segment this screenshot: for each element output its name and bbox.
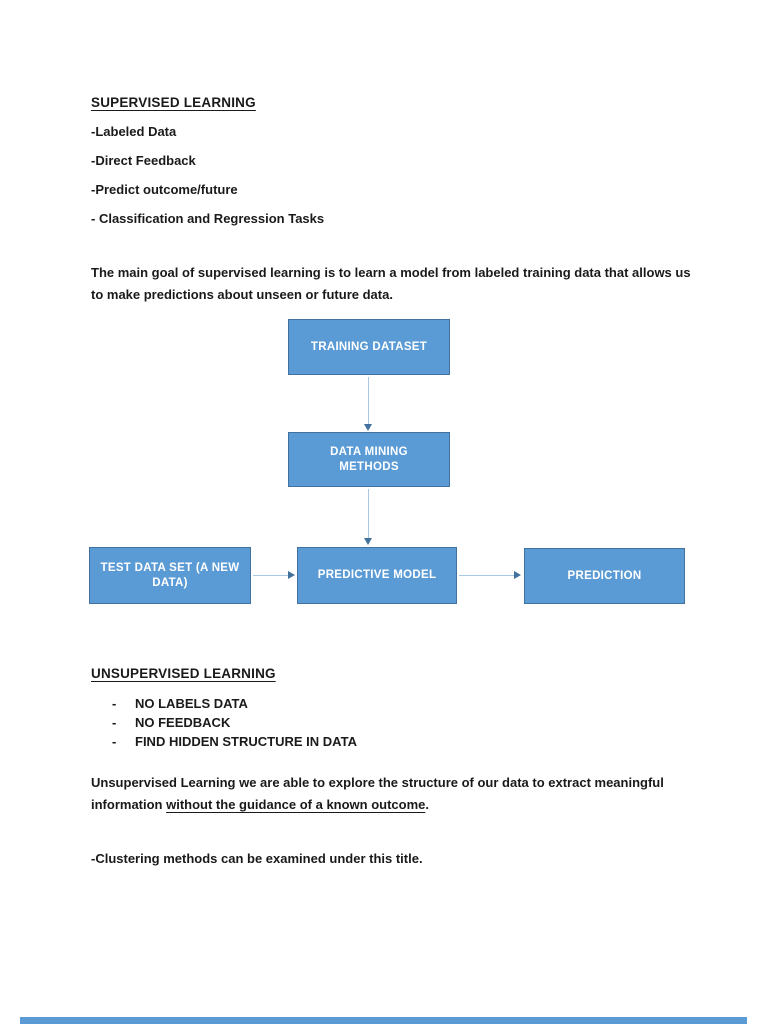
arrow-down-icon	[364, 489, 373, 545]
supervised-heading: SUPERVISED LEARNING	[91, 95, 256, 110]
flow-box-label: PREDICTION	[567, 569, 642, 582]
flow-box-label: TRAINING DATASET	[310, 340, 428, 353]
bullet-text: NO LABELS DATA	[135, 696, 248, 711]
cutoff-blue-shape	[20, 1017, 747, 1024]
supervised-bullet-direct-feedback: -Direct Feedback	[91, 153, 196, 168]
bullet-text: FIND HIDDEN STRUCTURE IN DATA	[135, 734, 357, 749]
supervised-bullet-labeled-data: -Labeled Data	[91, 124, 177, 139]
bullet-text: NO FEEDBACK	[135, 715, 231, 730]
unsupervised-paragraph: Unsupervised Learning we are able to exp…	[91, 772, 701, 816]
arrow-right-icon	[459, 571, 521, 580]
flow-box-data-mining-methods: DATA MINING METHODS	[288, 432, 450, 487]
paragraph-underlined-text: without the guidance of a known outcome	[166, 797, 426, 812]
supervised-bullet-classification-regression: - Classification and Regression Tasks	[91, 211, 325, 226]
flow-box-predictive-model: PREDICTIVE MODEL	[297, 547, 457, 604]
paragraph-text: Unsupervised Learning we are able to exp…	[91, 775, 664, 812]
clustering-note-line: -Clustering methods can be examined unde…	[91, 851, 423, 866]
supervised-bullet-predict-outcome: -Predict outcome/future	[91, 182, 238, 197]
flow-box-prediction: PREDICTION	[524, 548, 685, 604]
supervised-paragraph: The main goal of supervised learning is …	[91, 265, 691, 302]
flow-box-test-data-set: TEST DATA SET (A NEW DATA)	[89, 547, 251, 604]
flow-box-label: TEST DATA SET (A NEW DATA)	[100, 561, 240, 589]
dash-bullet-marker: -	[112, 715, 117, 730]
flow-box-label: PREDICTIVE MODEL	[317, 569, 437, 581]
flow-box-training-dataset: TRAINING DATASET	[288, 319, 450, 375]
unsupervised-bullet-hidden-structure: - FIND HIDDEN STRUCTURE IN DATA	[112, 731, 357, 752]
unsupervised-bullet-no-feedback: - NO FEEDBACK	[112, 712, 230, 733]
arrow-down-icon	[364, 377, 373, 431]
unsupervised-heading: UNSUPERVISED LEARNING	[91, 666, 276, 681]
dash-bullet-marker: -	[112, 696, 117, 711]
flow-box-label: DATA MINING METHODS	[330, 445, 408, 473]
dash-bullet-marker: -	[112, 734, 117, 749]
unsupervised-bullet-no-labels: - NO LABELS DATA	[112, 693, 248, 714]
arrow-right-icon	[253, 571, 295, 580]
paragraph-period: .	[425, 797, 430, 812]
